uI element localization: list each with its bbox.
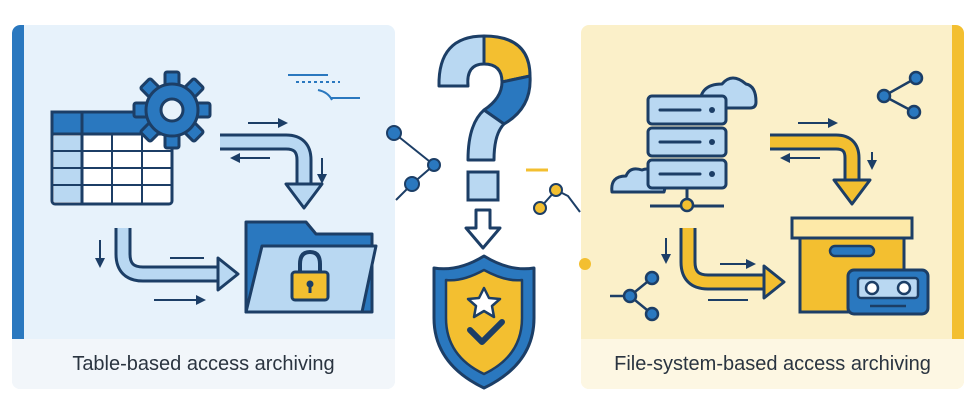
connector-node	[427, 158, 441, 172]
share-node-icon	[610, 270, 660, 322]
arrow-server-down-to-box	[679, 228, 786, 300]
arrow-server-to-box	[770, 133, 872, 206]
share-node-icon	[876, 70, 924, 120]
shield-star-check-icon	[432, 254, 536, 390]
padlock-icon	[290, 249, 330, 302]
connector-left	[393, 132, 436, 201]
connector-node	[533, 201, 547, 215]
server-rack-icon	[646, 94, 728, 213]
left-accent-stripe	[12, 25, 24, 339]
down-arrow-icon	[464, 208, 502, 250]
connector-node	[549, 183, 563, 197]
connector-node	[404, 176, 420, 192]
left-caption: Table-based access archiving	[12, 339, 395, 389]
tape-cassette-icon	[846, 268, 930, 316]
folder-icon	[244, 220, 378, 314]
arrow-table-down-to-folder	[114, 228, 240, 292]
right-panel-filesystem-archiving: File-system-based access archiving	[581, 25, 964, 389]
arrow-table-to-folder	[220, 133, 324, 210]
connector-node	[579, 258, 591, 270]
motion-lines	[288, 74, 360, 101]
right-accent-stripe	[952, 25, 964, 339]
right-caption: File-system-based access archiving	[581, 339, 964, 389]
question-mark-puzzle-icon	[437, 34, 532, 202]
connector-node	[386, 125, 402, 141]
gear-icon	[132, 70, 212, 150]
